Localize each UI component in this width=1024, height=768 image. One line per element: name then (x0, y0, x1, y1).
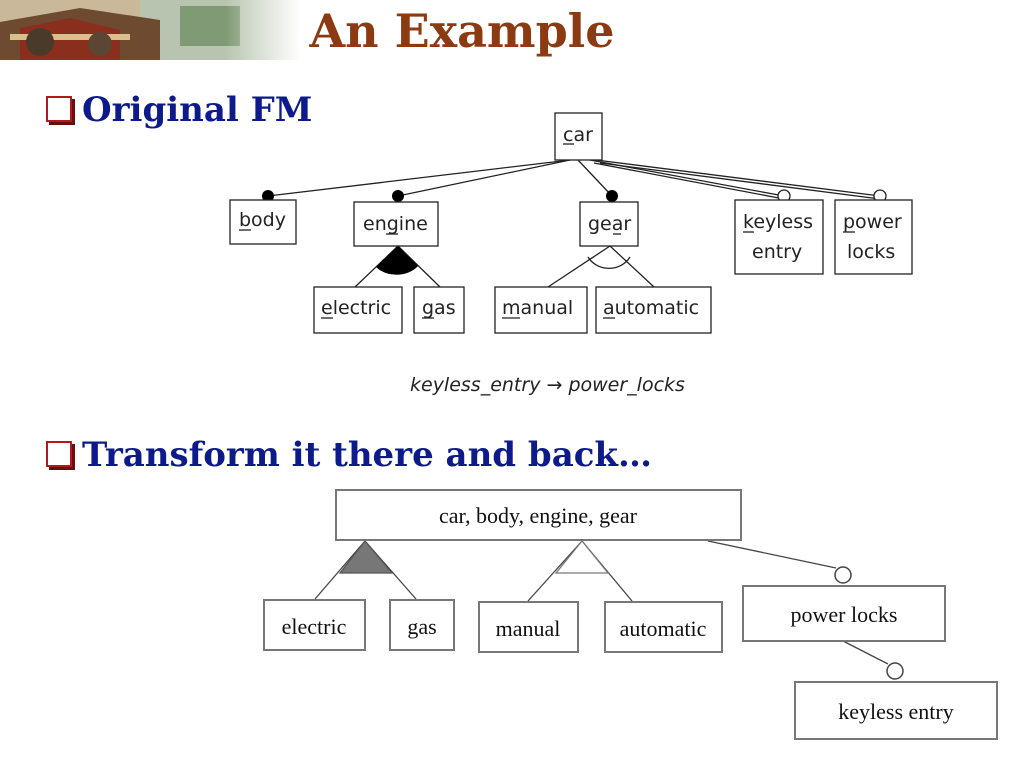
or-group-triangle (338, 539, 394, 574)
checkbox-bullet-icon (46, 441, 72, 467)
node-gas (413, 286, 465, 334)
label-manual: manual (496, 616, 561, 641)
label-keyless-1: keyless (743, 211, 813, 233)
label-automatic: automatic (620, 616, 707, 641)
label-manual: manual (502, 297, 573, 319)
node-keyless-entry (794, 681, 998, 740)
label-power-locks: power locks (791, 602, 898, 627)
optional-marker (834, 566, 852, 584)
label-body: body (239, 209, 286, 231)
node-power-locks (742, 585, 946, 642)
checkbox-bullet-icon (46, 96, 72, 122)
constraint-text: keyless_entry → power_locks (410, 374, 685, 396)
bullet-original-fm: Original FM (46, 90, 312, 130)
label-power-1: power (843, 211, 902, 233)
node-keyless (734, 199, 824, 275)
label-power-2: locks (847, 241, 895, 263)
bullet-transform: Transform it there and back… (46, 435, 652, 475)
bullet-text: Transform it there and back… (82, 435, 652, 475)
node-engine (353, 201, 439, 247)
optional-marker (886, 662, 904, 680)
node-car (554, 112, 603, 161)
mandatory-marker (392, 190, 404, 202)
node-gear (579, 201, 639, 247)
mnemonic-underlines (239, 143, 855, 319)
bullet-text: Original FM (82, 90, 313, 130)
node-manual (478, 601, 579, 653)
mandatory-marker (262, 190, 274, 202)
header-photo (0, 0, 300, 60)
node-automatic (604, 601, 723, 653)
node-body (229, 199, 297, 245)
node-gas (389, 599, 455, 651)
label-gas: gas (422, 297, 456, 319)
label-electric: electric (321, 297, 391, 319)
node-manual (494, 286, 588, 334)
label-gas: gas (407, 614, 436, 639)
label-keyless-2: entry (752, 241, 802, 263)
label-electric: electric (282, 614, 347, 639)
slide-title: An Example (309, 4, 615, 58)
node-root (335, 489, 742, 541)
node-power (834, 199, 913, 275)
alternative-group-triangle (554, 539, 610, 574)
label-car: car (563, 124, 593, 146)
or-group-wedge (376, 246, 418, 275)
label-automatic: automatic (603, 297, 699, 319)
node-electric (263, 599, 366, 651)
label-engine: engine (363, 213, 428, 235)
label-root: car, body, engine, gear (439, 503, 638, 528)
label-keyless-entry: keyless entry (838, 699, 953, 724)
label-gear: gear (588, 213, 631, 235)
node-automatic (595, 286, 712, 334)
node-electric (313, 286, 403, 334)
mandatory-marker (606, 190, 618, 202)
